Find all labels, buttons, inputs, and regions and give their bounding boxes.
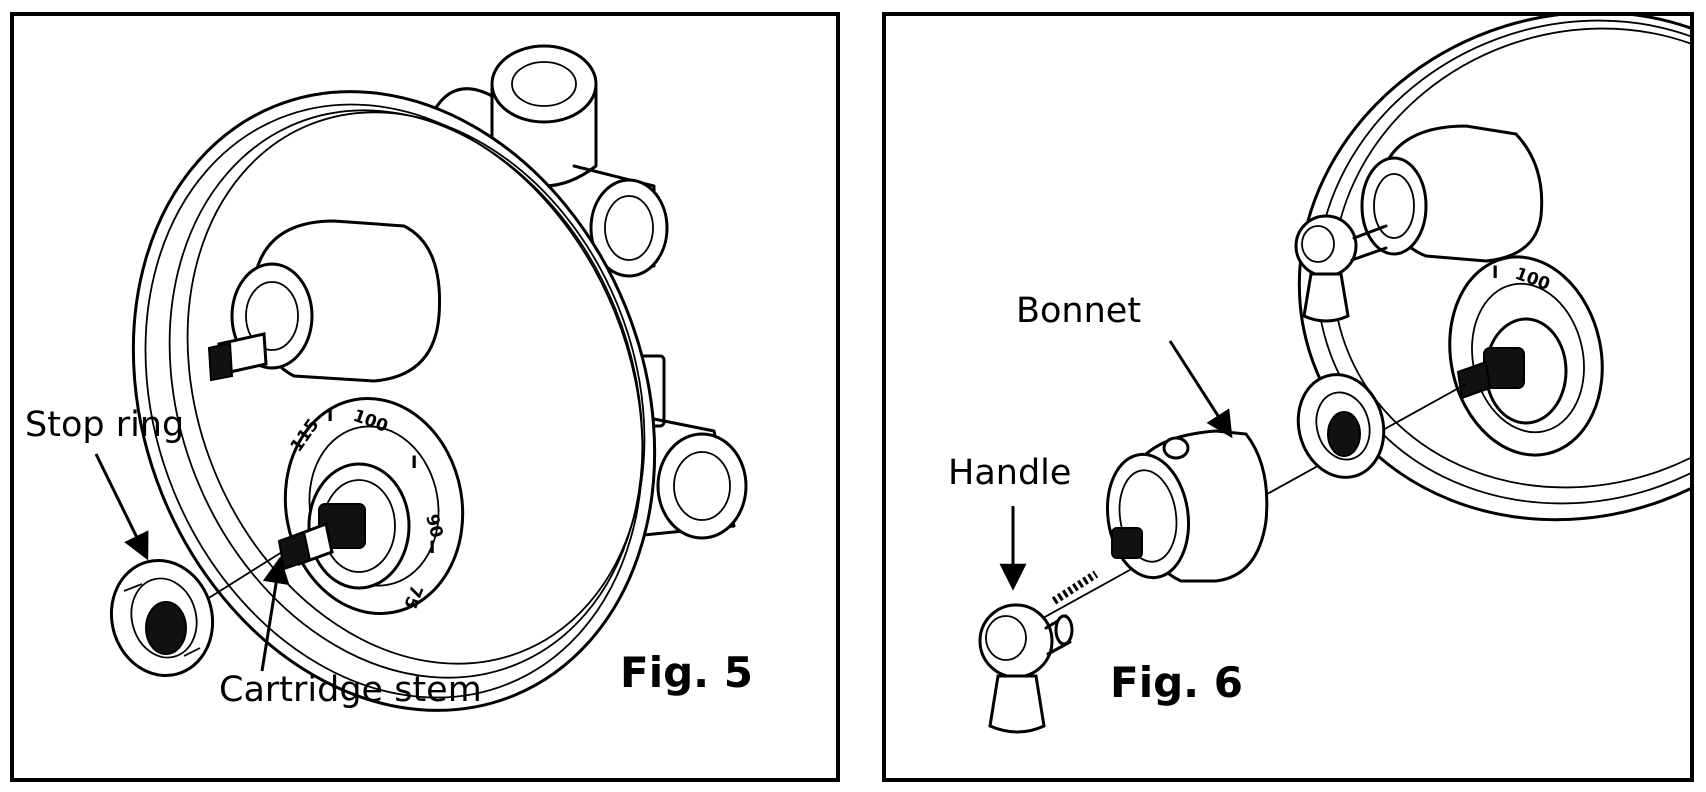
cartridge-stem-label: Cartridge stem — [219, 670, 482, 710]
figure-5-illustration: 115 I 100 I 90 I 75 — [94, 44, 748, 712]
diverter-cartridge — [207, 219, 442, 383]
figure-5-caption: Fig. 5 — [620, 648, 753, 697]
dial-mark-tick-2: I — [411, 453, 417, 473]
stop-ring-label: Stop ring — [25, 405, 185, 445]
bonnet-label: Bonnet — [1016, 291, 1142, 331]
figure-6-caption: Fig. 6 — [1110, 658, 1243, 707]
figure-5-panel: 115 I 100 I 90 I 75 Stop ring Cartridge … — [10, 12, 840, 782]
fig6-dial-mark-tick: I — [1492, 263, 1498, 283]
installed-bonnet — [1360, 124, 1544, 263]
cartridge-stem-leader — [260, 556, 290, 672]
bonnet — [1105, 429, 1269, 583]
temperature-dial: 115 I 100 I 90 I 75 — [277, 397, 465, 615]
installed-handle — [1294, 214, 1388, 323]
installed-dial: 100 I — [1448, 255, 1604, 457]
handle — [978, 603, 1074, 734]
figure-6-illustration: 100 I — [978, 16, 1690, 734]
bonnet-leader — [1168, 340, 1233, 439]
dial-mark-tick-1: I — [327, 406, 333, 426]
stop-ring — [1296, 373, 1386, 479]
handle-label: Handle — [948, 453, 1072, 493]
figure-6-panel: 100 I — [882, 12, 1694, 782]
stop-ring — [109, 559, 215, 677]
dial-mark-tick-3: I — [429, 538, 435, 558]
threaded-rod — [1051, 570, 1099, 605]
stop-ring-leader — [94, 453, 149, 561]
escutcheon-plate — [131, 90, 657, 712]
